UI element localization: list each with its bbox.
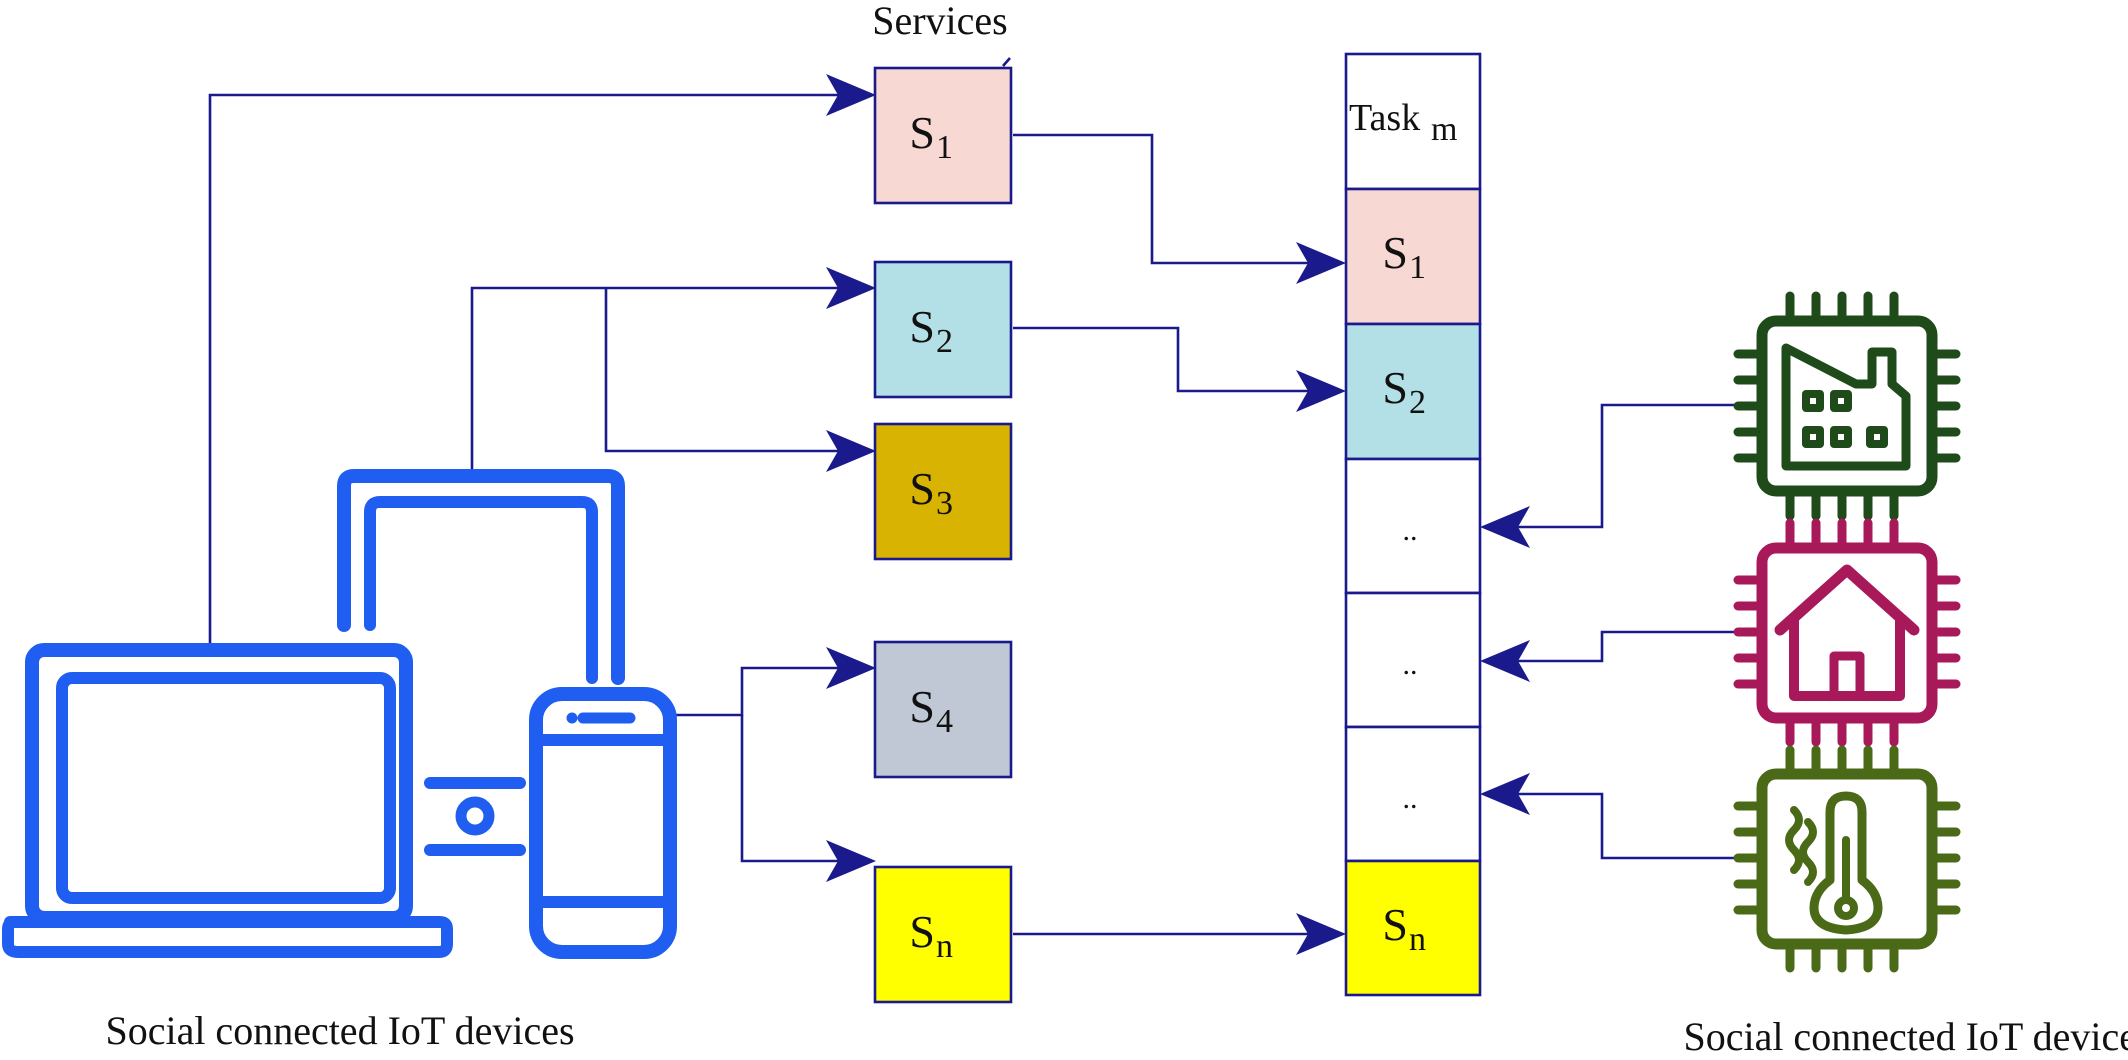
link-connector-icon [424, 777, 526, 856]
laptop-icon [2, 643, 453, 958]
service-subscript: 2 [936, 323, 953, 360]
phone-icon [529, 687, 677, 959]
task-cell-s1: S 1 [1344, 187, 1482, 326]
service-box [873, 66, 1013, 205]
arrowhead-task-s1 [1296, 242, 1346, 284]
laptop-tablet-phone-icon [2, 469, 677, 959]
task-title: Task [1349, 97, 1420, 139]
task-header-cell [1344, 52, 1482, 191]
left-caption: Social connected IoT devices [105, 1008, 574, 1053]
task-cell-box [1344, 725, 1482, 863]
service-label: S [909, 681, 935, 732]
service-s2: S 2 [873, 260, 1013, 399]
service-label: S [909, 107, 935, 158]
service-box [873, 640, 1013, 779]
task-cell-subscript: 1 [1409, 249, 1426, 286]
arrowhead-home [1480, 640, 1530, 682]
task-cell-sn: S n [1344, 859, 1482, 997]
task-column: Task m S 1 S 2 .. .. .. S n [1344, 52, 1482, 997]
task-cell-box [1344, 591, 1482, 729]
arrowhead-task-sn [1296, 913, 1346, 955]
home-chip-icon [1733, 518, 1961, 747]
service-box [873, 865, 1013, 1004]
arrowhead-s1 [826, 74, 876, 116]
arrowhead-sn [826, 840, 876, 882]
task-cell-label: S [1382, 899, 1408, 950]
service-subscript: 3 [936, 485, 953, 522]
task-cell-label: S [1382, 227, 1408, 278]
service-label: S [909, 301, 935, 352]
task-title-subscript: m [1431, 111, 1457, 148]
task-cell-empty-1: .. [1344, 457, 1482, 595]
arrow-thermo-to-task [1518, 792, 1738, 860]
arrow-home-to-task [1518, 630, 1738, 663]
service-box [873, 260, 1013, 399]
connector-wires [208, 74, 1738, 955]
task-cell-dots: .. [1403, 514, 1418, 547]
arrow-phone-to-s4 [676, 666, 838, 717]
tablet-icon [337, 469, 625, 685]
task-cell-box [1344, 457, 1482, 595]
service-s1: S 1 [873, 66, 1013, 205]
arrow-s1-to-task [1013, 133, 1308, 265]
task-cell-s2: S 2 [1344, 322, 1482, 461]
service-box [873, 422, 1013, 561]
arrow-tablet-to-s3 [604, 288, 838, 453]
arrow-laptop-to-s1 [208, 93, 838, 650]
service-s4: S 4 [873, 640, 1013, 779]
arrow-tablet-to-s2 [470, 286, 838, 480]
arrowhead-task-s2 [1296, 370, 1346, 412]
service-subscript: n [936, 928, 953, 965]
task-cell-subscript: n [1409, 921, 1426, 958]
thermometer-chip-icon [1733, 745, 1961, 973]
service-subscript: 1 [936, 129, 953, 166]
service-label: S [909, 906, 935, 957]
arrow-s2-to-task [1013, 326, 1308, 393]
task-cell-dots: .. [1403, 648, 1418, 681]
right-caption: Social connected IoT devices [1683, 1014, 2128, 1059]
arrow-factory-to-task [1518, 403, 1738, 529]
factory-chip-icon [1733, 291, 1961, 521]
arrowhead-s2 [826, 267, 876, 309]
services-title-tick [1002, 57, 1011, 67]
arrow-phone-to-sn [740, 715, 838, 863]
task-cell-empty-2: .. [1344, 591, 1482, 729]
task-cell-label: S [1382, 362, 1408, 413]
task-cell-empty-3: .. [1344, 725, 1482, 863]
task-cell-box [1344, 322, 1482, 461]
service-sn: S n [873, 865, 1013, 1004]
task-cell-box [1344, 859, 1482, 997]
arrowhead-thermo [1480, 773, 1530, 815]
task-cell-dots: .. [1403, 782, 1418, 815]
task-cell-subscript: 2 [1409, 384, 1426, 421]
service-s3: S 3 [873, 422, 1013, 561]
arrowhead-s3 [826, 430, 876, 472]
arrowhead-factory [1480, 506, 1530, 548]
service-subscript: 4 [936, 703, 953, 740]
service-label: S [909, 463, 935, 514]
services-title: Services [872, 0, 1008, 43]
arrowhead-s4 [826, 647, 876, 689]
